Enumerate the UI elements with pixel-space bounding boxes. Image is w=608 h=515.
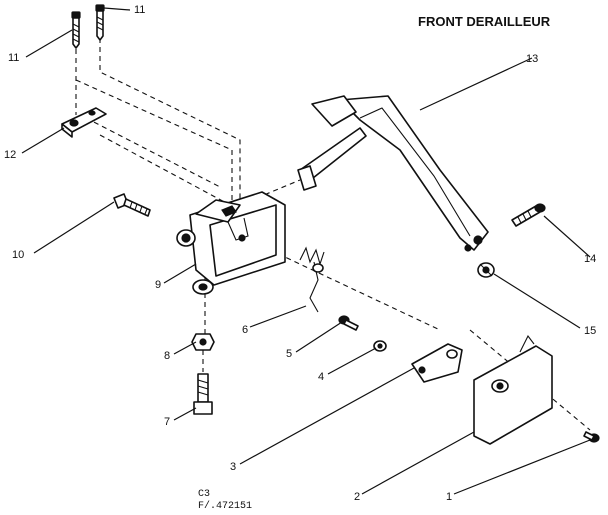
callout-9: 9 bbox=[155, 279, 161, 291]
callout-5: 5 bbox=[286, 348, 292, 360]
callout-11-top: 11 bbox=[134, 4, 145, 16]
diagram-title: FRONT DERAILLEUR bbox=[418, 14, 551, 29]
part-5-screw bbox=[338, 315, 359, 331]
callout-13: 13 bbox=[526, 53, 538, 65]
assembly-lines bbox=[75, 20, 591, 431]
footer-code-line2: F/.472151 bbox=[198, 500, 252, 512]
callout-12: 12 bbox=[4, 149, 16, 161]
callout-8: 8 bbox=[164, 350, 170, 362]
part-2-cover bbox=[473, 334, 553, 445]
leader-lines bbox=[21, 7, 591, 495]
part-15-bushing bbox=[477, 262, 495, 278]
callout-1: 1 bbox=[446, 491, 452, 503]
footer-code-line1: C3 bbox=[198, 489, 210, 500]
part-12-plate bbox=[61, 107, 107, 138]
callout-7: 7 bbox=[164, 416, 170, 428]
callout-4: 4 bbox=[318, 371, 324, 383]
part-7-bolt bbox=[193, 373, 213, 415]
callout-6: 6 bbox=[242, 324, 248, 336]
part-11-screws bbox=[71, 4, 105, 49]
part-1-screw bbox=[583, 431, 600, 443]
part-8-nut bbox=[191, 333, 215, 351]
part-9-bracket bbox=[176, 191, 286, 295]
part-14-screw bbox=[511, 203, 546, 227]
part-10-bolt bbox=[113, 193, 151, 217]
callout-15: 15 bbox=[584, 325, 596, 337]
part-3-link-plate bbox=[411, 343, 463, 383]
part-13-cage bbox=[297, 95, 489, 252]
callout-2: 2 bbox=[354, 491, 360, 503]
part-4-washer bbox=[373, 340, 387, 352]
part-6-spring bbox=[299, 246, 325, 313]
callouts: 1 2 3 4 5 6 7 8 9 10 11 11 12 13 14 15 bbox=[4, 4, 596, 503]
callout-14: 14 bbox=[584, 253, 596, 265]
callout-10: 10 bbox=[12, 249, 24, 261]
callout-11-left: 11 bbox=[8, 52, 19, 64]
callout-3: 3 bbox=[230, 461, 236, 473]
